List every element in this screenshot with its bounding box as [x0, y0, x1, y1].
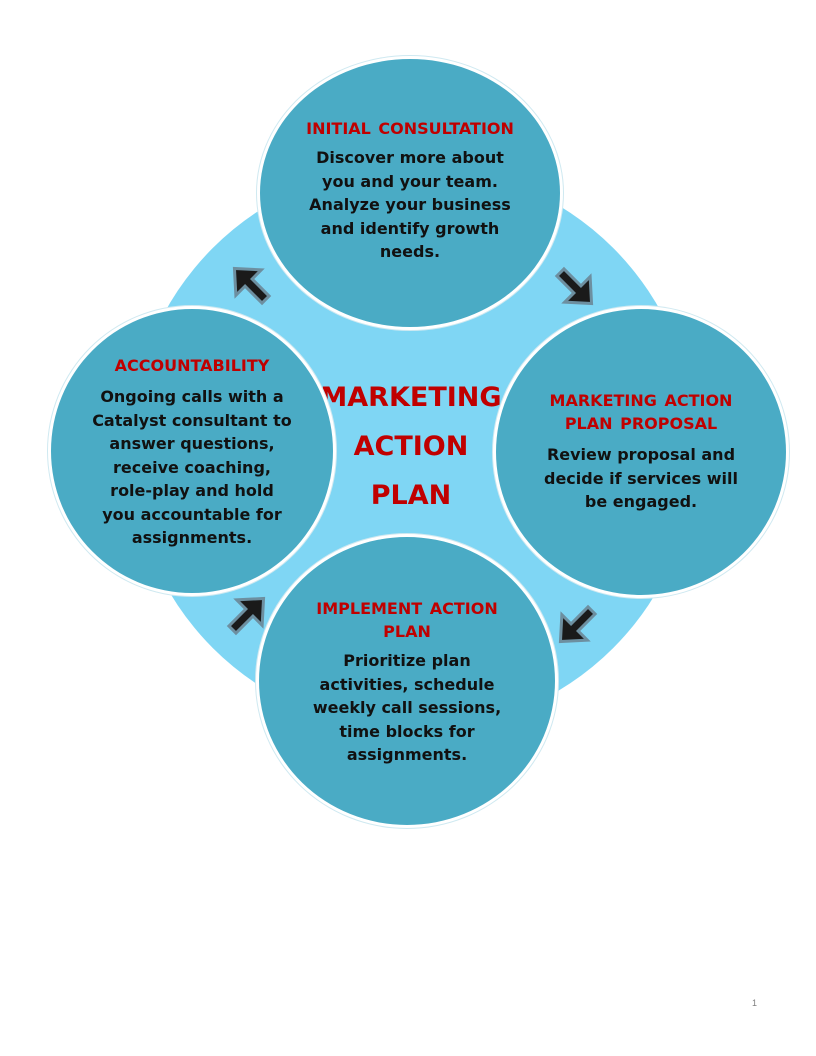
- stage-description-line: be engaged.: [584, 492, 698, 511]
- stage-title-line: PLAN PROPOSAL: [564, 414, 718, 433]
- stage-description-line: weekly call sessions,: [312, 698, 502, 717]
- stage-description-line: and identify growth: [320, 218, 500, 238]
- stage-description-line: activities, schedule: [319, 674, 495, 694]
- arrow-up-left-icon: [226, 596, 266, 636]
- stage-description-line: Analyze your business: [309, 195, 511, 214]
- stage-description: Ongoing calls with a Catalyst consultant…: [92, 385, 292, 550]
- stage-description-line: answer questions,: [109, 434, 275, 453]
- cycle-ring: [130, 165, 696, 731]
- stage-description-line: receive coaching,: [113, 457, 271, 477]
- stage-title: IMPLEMENT ACTION PLAN: [316, 597, 497, 643]
- stage-description: Prioritize plan activities, schedule wee…: [313, 649, 501, 767]
- stage-description-line: needs.: [379, 242, 441, 261]
- stage-implement-action-plan: IMPLEMENT ACTION PLAN Prioritize plan ac…: [256, 534, 558, 828]
- stage-description-line: assignments.: [131, 528, 253, 547]
- stage-description-line: Discover more about: [316, 148, 504, 167]
- center-title-line: PLAN: [370, 480, 452, 511]
- stage-title: INITIAL CONSULTATION: [306, 119, 514, 138]
- stage-description-line: decide if services will: [543, 468, 738, 488]
- stage-marketing-action-plan-proposal: MARKETING ACTION PLAN PROPOSAL Review pr…: [493, 306, 789, 598]
- center-title-line: ACTION: [353, 431, 469, 462]
- stage-description-line: time blocks for: [339, 721, 475, 741]
- stage-description: Review proposal and decide if services w…: [544, 443, 738, 514]
- arrow-down-left-icon: [558, 604, 598, 644]
- stage-title-line: IMPLEMENT ACTION: [316, 599, 498, 618]
- arrow-down-right-icon: [554, 266, 594, 306]
- stage-description-line: Review proposal and: [546, 445, 736, 464]
- arrow-up-right-icon: [232, 266, 272, 306]
- stage-description-line: Ongoing calls with a: [100, 387, 284, 406]
- stage-description-line: role-play and hold: [110, 481, 274, 500]
- stage-title: ACCOUNTABILITY: [114, 356, 270, 375]
- stage-description-line: you and your team.: [322, 171, 498, 191]
- stage-accountability: ACCOUNTABILITY Ongoing calls with a Cata…: [48, 306, 336, 596]
- stage-title: MARKETING ACTION PLAN PROPOSAL: [550, 389, 733, 435]
- stage-description-line: you accountable for: [102, 504, 282, 524]
- stage-description-line: assignments.: [346, 745, 468, 764]
- page-number: 1: [752, 998, 758, 1008]
- stage-title-line: PLAN: [383, 622, 431, 641]
- stage-initial-consultation: INITIAL CONSULTATION Discover more about…: [257, 56, 563, 330]
- center-title-line: MARKETING: [320, 382, 502, 413]
- stage-description-line: Catalyst consultant to: [92, 410, 292, 430]
- stage-description-line: Prioritize plan: [343, 651, 471, 670]
- stage-description: Discover more about you and your team. A…: [309, 146, 511, 264]
- stage-title-line: MARKETING ACTION: [549, 391, 733, 410]
- center-title: MARKETING ACTION PLAN: [320, 373, 502, 520]
